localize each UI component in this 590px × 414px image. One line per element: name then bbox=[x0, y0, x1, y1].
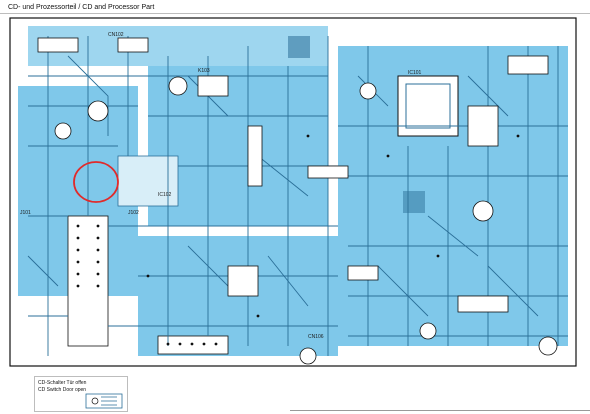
circular-components bbox=[54, 76, 558, 365]
ref-label-j102: J102 bbox=[128, 210, 139, 216]
header-divider bbox=[0, 13, 590, 14]
highlight-circle bbox=[73, 161, 119, 203]
ic102-pad-area bbox=[117, 155, 179, 207]
pcb-drawing: IC102 K103 CN102 IC101 CN106 J101 J102 bbox=[9, 17, 577, 367]
component-outlines bbox=[37, 37, 549, 313]
hatched-component-2 bbox=[403, 191, 425, 213]
page-title: CD- und Prozessorteil / CD and Processor… bbox=[8, 4, 155, 11]
door-switch-inset: CD-Schalter Tür offen CD Switch Door ope… bbox=[34, 376, 128, 412]
inset-label-en: CD Switch Door open bbox=[38, 387, 87, 393]
ref-label-k103: K103 bbox=[198, 68, 210, 74]
connector-block-left bbox=[67, 215, 109, 347]
footer-divider bbox=[290, 410, 590, 411]
ic-square-right bbox=[397, 75, 459, 137]
inset-label-de: CD-Schalter Tür offen bbox=[38, 380, 87, 386]
trace-network bbox=[27, 36, 568, 356]
ref-label-cn106: CN106 bbox=[308, 334, 324, 340]
connector-block-bottom bbox=[157, 335, 229, 355]
ref-label-j101: J101 bbox=[20, 210, 31, 216]
ref-label-ic101: IC101 bbox=[408, 70, 422, 76]
pcb-layout: IC102 K103 CN102 IC101 CN106 J101 J102 bbox=[8, 16, 578, 368]
door-switch-icon bbox=[85, 393, 123, 409]
hatched-component bbox=[288, 36, 310, 58]
ref-label-ic102: IC102 bbox=[158, 192, 172, 198]
pad-dots bbox=[76, 134, 520, 346]
ref-label-cn102: CN102 bbox=[108, 32, 124, 38]
